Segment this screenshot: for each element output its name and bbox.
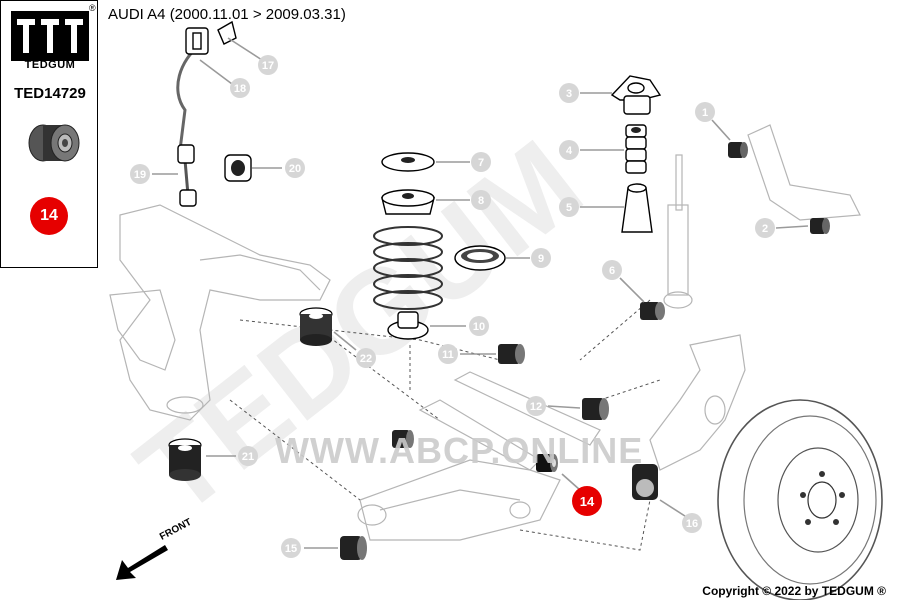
bushing-21 — [168, 438, 202, 481]
strut-mount — [610, 75, 662, 115]
callout-2[interactable]: 2 — [755, 218, 775, 238]
bushing-12 — [582, 398, 609, 420]
callout-17[interactable]: 17 — [258, 55, 278, 75]
page-title: AUDI A4 (2000.11.01 > 2009.03.31) — [108, 6, 346, 23]
bushing-6 — [640, 302, 665, 320]
registered-mark: ® — [89, 3, 96, 13]
svg-text:17: 17 — [262, 60, 274, 72]
svg-text:12: 12 — [530, 401, 542, 413]
subframe-outline — [109, 204, 331, 421]
lower-control-arm — [357, 459, 561, 541]
svg-text:5: 5 — [566, 202, 572, 214]
svg-text:21: 21 — [242, 451, 254, 463]
watermark-url: WWW.ABCP.ONLINE — [275, 430, 644, 471]
callout-18[interactable]: 18 — [230, 78, 250, 98]
callout-3[interactable]: 3 — [559, 83, 579, 103]
callout-5[interactable]: 5 — [559, 197, 579, 217]
callout-15[interactable]: 15 — [281, 538, 301, 558]
copyright-text: Copyright © 2022 by TEDGUM ® — [702, 584, 886, 598]
callout-6[interactable]: 6 — [602, 260, 622, 280]
sidebar-panel: ® TEDGUM TED14729 14 — [0, 0, 98, 268]
highlight-badge: 14 — [30, 197, 68, 235]
svg-text:20: 20 — [289, 163, 301, 175]
bushing-11 — [498, 344, 525, 364]
svg-text:6: 6 — [609, 265, 615, 277]
tedgum-logo-icon — [11, 11, 89, 61]
svg-text:16: 16 — [686, 518, 698, 530]
callout-20[interactable]: 20 — [285, 158, 305, 178]
callout-7[interactable]: 7 — [471, 152, 491, 172]
callouts: 1 2 3 4 5 6 7 8 9 10 11 12 15 16 17 18 1… — [130, 55, 775, 558]
bushing-2 — [810, 218, 830, 234]
svg-text:2: 2 — [762, 223, 768, 235]
callout-19[interactable]: 19 — [130, 164, 150, 184]
svg-text:18: 18 — [234, 83, 246, 95]
callout-12[interactable]: 12 — [526, 396, 546, 416]
svg-text:3: 3 — [566, 88, 572, 100]
callout-22[interactable]: 22 — [356, 348, 376, 368]
stabilizer-bar — [176, 20, 252, 207]
wheel-tire — [717, 399, 883, 600]
steering-knuckle — [649, 334, 746, 471]
svg-text:4: 4 — [566, 145, 573, 157]
dust-boot — [621, 183, 653, 233]
svg-text:8: 8 — [478, 195, 484, 207]
callout-10[interactable]: 10 — [469, 316, 489, 336]
front-arrow-icon — [116, 545, 168, 580]
bushing-15 — [340, 536, 367, 560]
callout-8[interactable]: 8 — [471, 190, 491, 210]
lower-spring-seat — [387, 311, 429, 340]
svg-text:9: 9 — [538, 253, 544, 265]
svg-text:19: 19 — [134, 169, 146, 181]
bushing-1 — [728, 142, 748, 158]
callout-4[interactable]: 4 — [559, 140, 579, 160]
callout-21[interactable]: 21 — [238, 446, 258, 466]
svg-text:1: 1 — [702, 107, 708, 119]
upper-rear-arm — [747, 124, 861, 221]
bushing-14 — [536, 454, 558, 472]
bump-stop — [625, 124, 647, 174]
callout-11[interactable]: 11 — [438, 344, 458, 364]
svg-text:10: 10 — [473, 321, 485, 333]
svg-text:15: 15 — [285, 543, 297, 555]
bushing-16 — [632, 464, 658, 500]
bushing-13 — [392, 430, 414, 448]
brand-name: TEDGUM — [24, 59, 76, 71]
strut-bearing — [454, 245, 506, 271]
leader-lines — [152, 37, 809, 549]
callout-1[interactable]: 1 — [695, 102, 715, 122]
part-number: TED14729 — [14, 85, 86, 102]
bushing-22 — [299, 307, 333, 346]
svg-text:7: 7 — [478, 157, 484, 169]
callout-9[interactable]: 9 — [531, 248, 551, 268]
coil-spring — [373, 226, 443, 310]
svg-text:22: 22 — [360, 353, 372, 365]
upper-spring-seat — [381, 189, 435, 215]
upper-spring-pad — [381, 152, 435, 172]
callout-16[interactable]: 16 — [682, 513, 702, 533]
shock-absorber — [663, 154, 693, 309]
svg-text:11: 11 — [442, 349, 454, 361]
highlight-callout-14[interactable]: 14 — [572, 486, 602, 516]
bushing-thumbnail-icon — [28, 124, 80, 162]
